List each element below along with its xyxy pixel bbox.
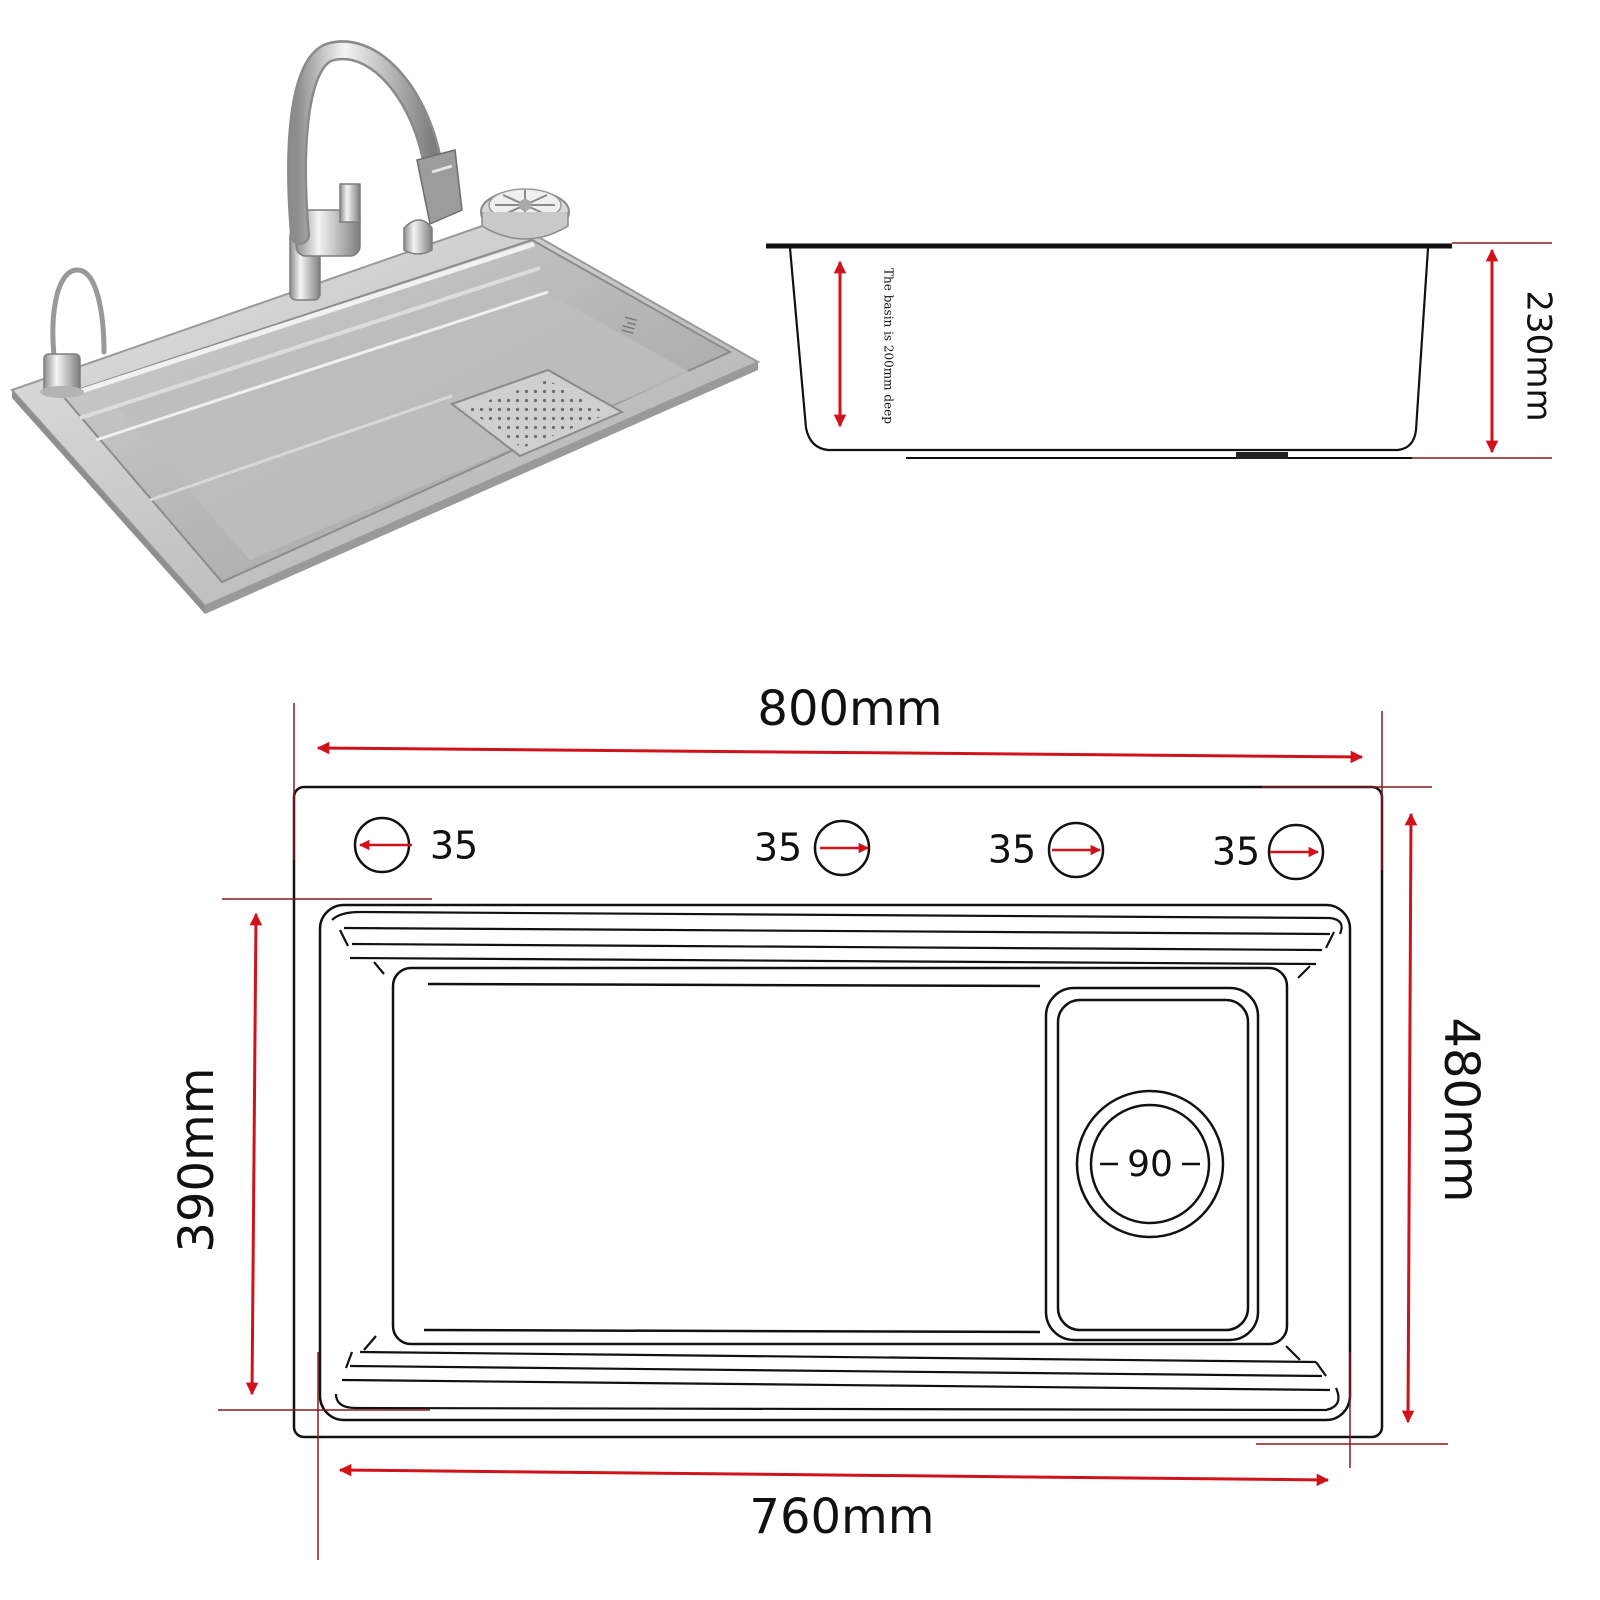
inner-depth-label: 390mm — [169, 1067, 225, 1252]
basin-outline — [318, 903, 1352, 1422]
hole-label: 35 — [754, 826, 802, 870]
drain-fitting — [1236, 452, 1288, 459]
basin-depth-note: The basin is 200mm deep — [882, 268, 896, 424]
main-basin — [391, 966, 1289, 1346]
overall-depth-label: 480mm — [1433, 1017, 1489, 1202]
inner-length-label: 760mm — [749, 1489, 934, 1545]
inner-depth-arrow — [245, 912, 263, 1396]
drain-compartment — [1044, 986, 1260, 1342]
soap-dispenser — [40, 267, 107, 398]
top-view-drawing: 35 35 35 35 — [169, 681, 1489, 1560]
drain-label: 90 — [1127, 1144, 1173, 1185]
drain-circle — [1075, 1089, 1225, 1239]
engraved-mark: llıl — [618, 314, 641, 336]
hole-label: 35 — [988, 828, 1036, 872]
pull-out-faucet — [287, 40, 463, 301]
sink-deck-edge — [12, 390, 205, 614]
depth-arrow — [1401, 812, 1418, 1424]
hole-label: 35 — [430, 824, 478, 868]
top-ledge-rails — [331, 910, 1343, 979]
overall-width-label: 800mm — [757, 681, 942, 737]
extension-lines — [218, 703, 1448, 1560]
cup-rinser — [480, 188, 570, 240]
tap-hole — [1267, 823, 1325, 881]
draining-basket — [449, 368, 625, 458]
outer-outline — [292, 785, 1384, 1439]
width-arrow — [316, 741, 1364, 764]
bottom-ledge-rails — [334, 1335, 1340, 1412]
sink-product-illustration: llıl — [10, 40, 761, 614]
sink-ledge-step — [65, 241, 535, 399]
total-height-label: 230mm — [1519, 290, 1559, 421]
inner-length-arrow — [338, 1463, 1330, 1487]
side-view-drawing: 230mm The basin is 200mm deep — [766, 242, 1559, 459]
hole-label: 35 — [1212, 830, 1260, 874]
basin-profile — [788, 247, 1430, 452]
tap-hole — [1047, 821, 1105, 879]
